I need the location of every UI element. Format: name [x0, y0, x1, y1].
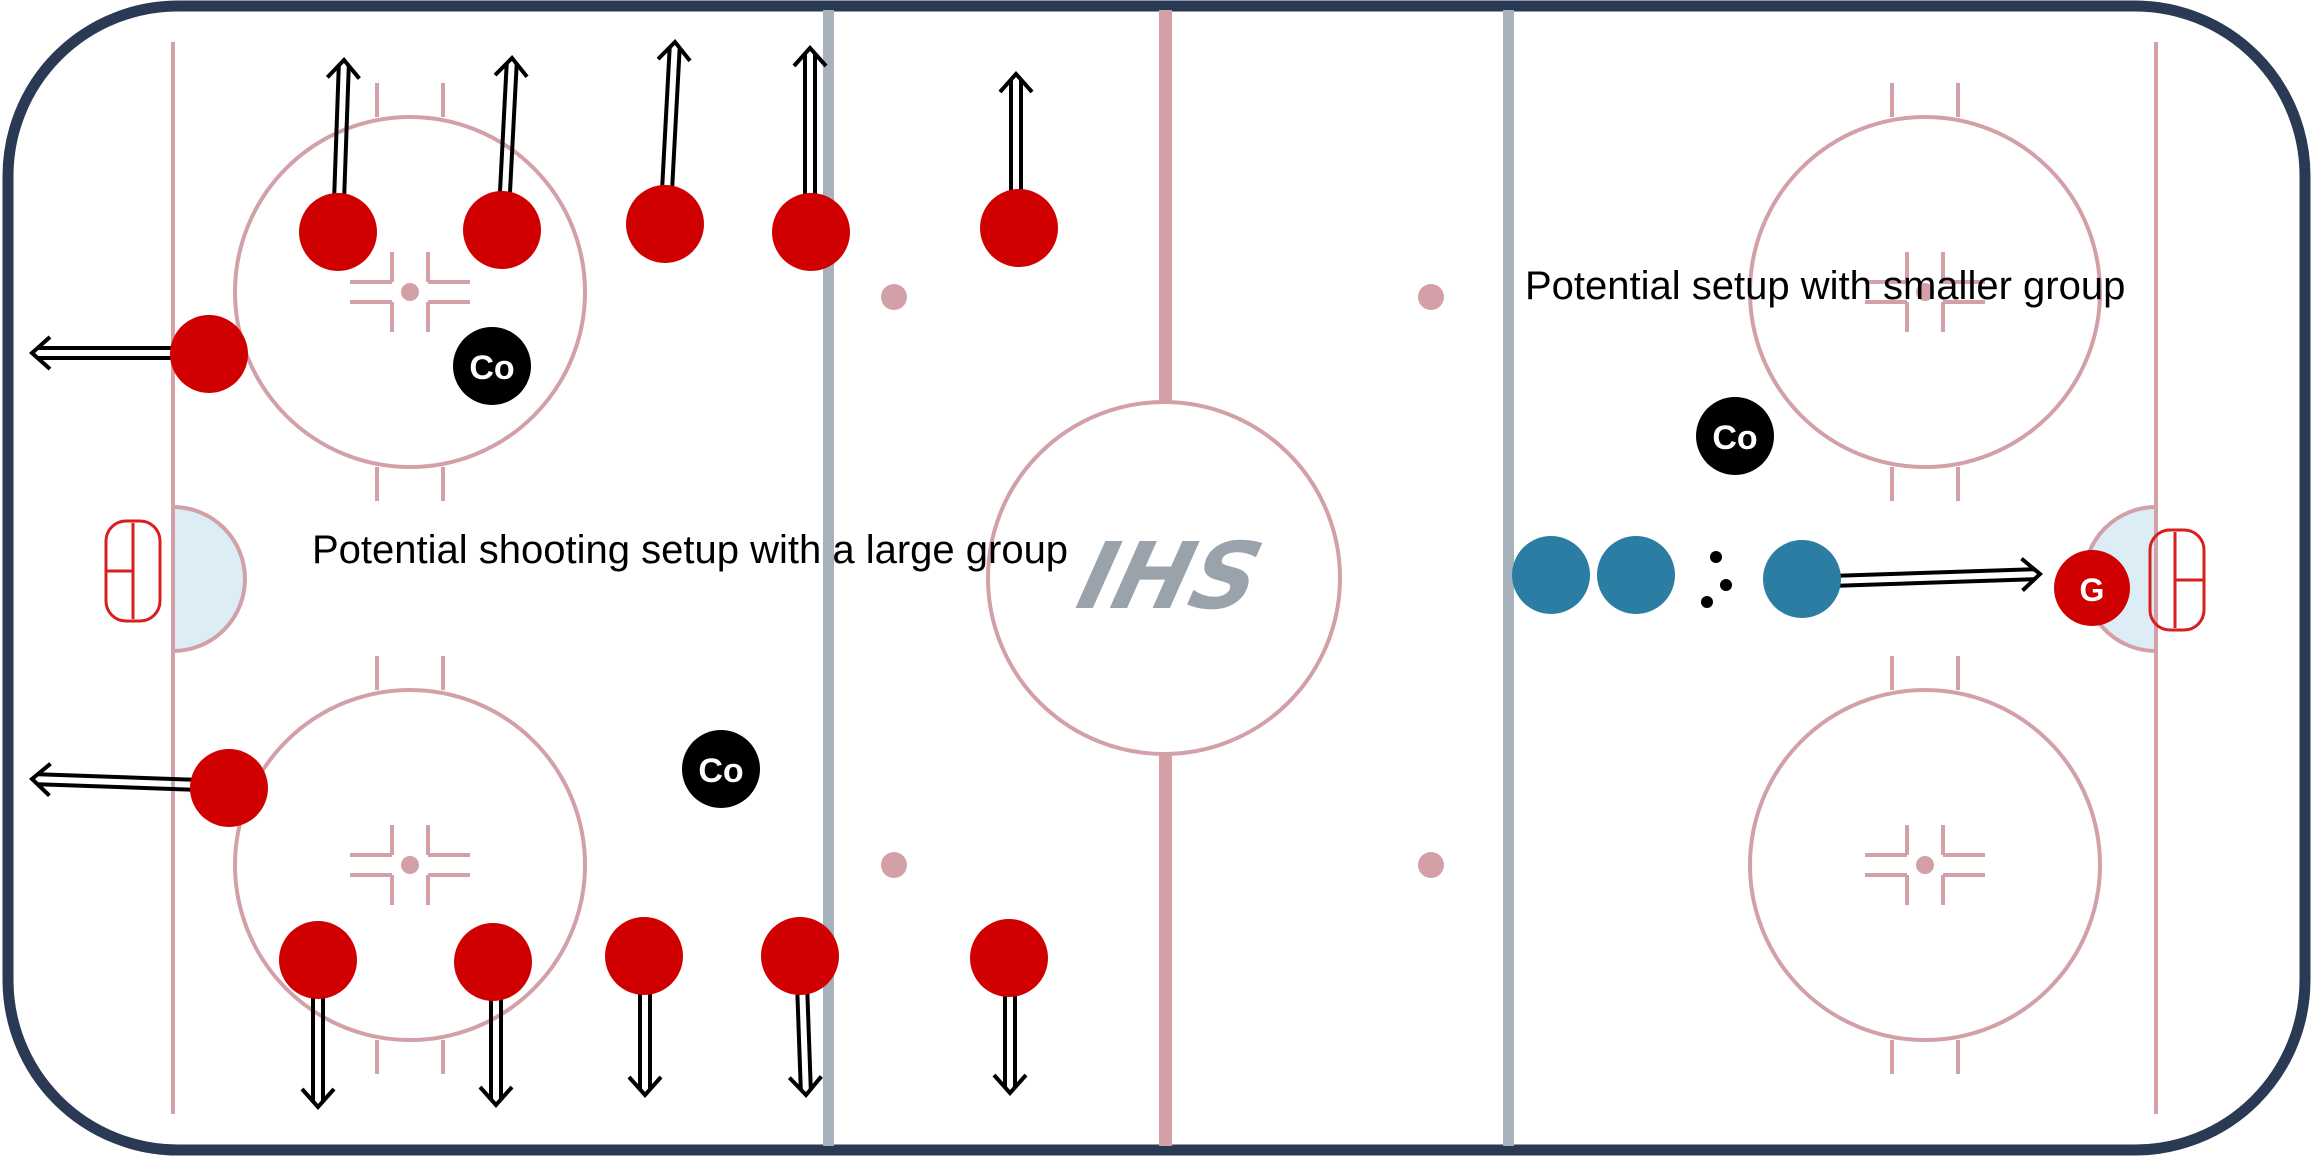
player-red: [772, 193, 850, 271]
goal-net-right: [2148, 528, 2206, 632]
faceoff-circle: [233, 656, 587, 1074]
coach-token: Co: [1696, 397, 1774, 475]
faceoff-circles: [233, 83, 2102, 1074]
player-red: [299, 193, 377, 271]
player-blue: [1763, 540, 1841, 618]
faceoff-dot: [1418, 284, 1444, 310]
blue-line-right: [1503, 10, 1514, 1146]
player-red: [980, 189, 1058, 267]
label-smaller-group: Potential setup with smaller group: [1525, 264, 2125, 308]
player-red: [279, 921, 357, 999]
goal-net-left: [104, 519, 162, 623]
player-red: [170, 315, 248, 393]
svg-text:G: G: [2080, 572, 2105, 608]
svg-text:Co: Co: [698, 752, 743, 790]
goalie-token: G: [2054, 550, 2130, 626]
player-blue: [1512, 536, 1590, 614]
player-red: [970, 919, 1048, 997]
center-circle: [986, 400, 1342, 756]
faceoff-circle: [1748, 656, 2102, 1074]
faceoff-dot: [881, 852, 907, 878]
arrow-icon: [1829, 557, 2044, 593]
faceoff-dot: [881, 284, 907, 310]
faceoff-circle: [233, 83, 587, 501]
more-players-ellipsis-icon: [1701, 551, 1732, 608]
svg-text:Co: Co: [1712, 419, 1757, 457]
label-large-group: Potential shooting setup with a large gr…: [312, 528, 1068, 572]
faceoff-circle: [1748, 83, 2102, 501]
faceoff-dot: [1418, 852, 1444, 878]
coach-token: Co: [453, 327, 531, 405]
player-red: [463, 191, 541, 269]
player-blue: [1597, 536, 1675, 614]
goal-crease-left: [171, 504, 247, 654]
center-logo: IHS: [1068, 523, 1272, 630]
blue-line-left: [823, 10, 834, 1146]
svg-text:Co: Co: [469, 349, 514, 387]
player-red: [454, 923, 532, 1001]
player-red: [626, 185, 704, 263]
logo-text: IHS: [1068, 523, 1272, 630]
player-red: [761, 917, 839, 995]
coach-token: Co: [682, 730, 760, 808]
player-red: [190, 749, 268, 827]
player-red: [605, 917, 683, 995]
players: [170, 185, 1058, 1001]
